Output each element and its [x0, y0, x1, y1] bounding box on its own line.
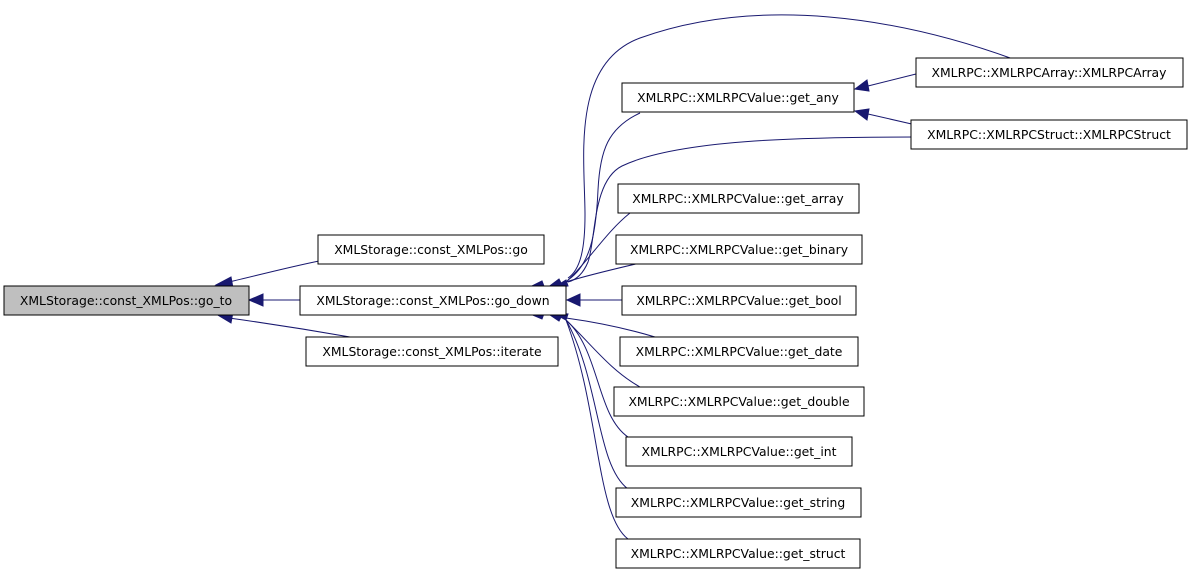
node-iterate[interactable]: XMLStorage::const_XMLPos::iterate: [305, 336, 559, 367]
node-label: XMLRPC::XMLRPCValue::get_string: [631, 495, 845, 510]
node-label: XMLRPC::XMLRPCValue::get_int: [641, 444, 836, 459]
edge-xmlrpc_struct-to-go_down: [567, 136, 916, 283]
edge-xmlrpc_struct-to-get_any: [867, 113, 917, 126]
node-go_to[interactable]: XMLStorage::const_XMLPos::go_to: [3, 285, 250, 316]
node-get_bool[interactable]: XMLRPC::XMLRPCValue::get_bool: [621, 285, 857, 316]
node-label: XMLRPC::XMLRPCStruct::XMLRPCStruct: [927, 127, 1171, 142]
node-label: XMLStorage::const_XMLPos::iterate: [322, 344, 541, 359]
edge-go_down-to-go_to-arrowhead: [247, 293, 264, 307]
node-get_date[interactable]: XMLRPC::XMLRPCValue::get_date: [619, 336, 859, 367]
node-xmlrpc_array[interactable]: XMLRPC::XMLRPCArray::XMLRPCArray: [915, 57, 1184, 88]
edge-get_array-to-go_down: [565, 212, 631, 283]
node-label: XMLStorage::const_XMLPos::go_to: [20, 293, 232, 308]
edge-xmlrpc_array-to-go_down: [567, 14, 1014, 279]
node-get_struct[interactable]: XMLRPC::XMLRPCValue::get_struct: [615, 538, 861, 569]
node-label: XMLStorage::const_XMLPos::go_down: [316, 293, 549, 308]
node-label: XMLStorage::const_XMLPos::go: [334, 242, 528, 257]
node-get_string[interactable]: XMLRPC::XMLRPCValue::get_string: [615, 487, 862, 518]
node-label: XMLRPC::XMLRPCValue::get_array: [632, 191, 843, 206]
node-get_binary[interactable]: XMLRPC::XMLRPCValue::get_binary: [615, 234, 863, 265]
go_down-right-arrowhead: [565, 293, 581, 307]
node-get_any[interactable]: XMLRPC::XMLRPCValue::get_any: [621, 82, 855, 113]
node-label: XMLRPC::XMLRPCValue::get_struct: [631, 546, 846, 561]
node-go_down[interactable]: XMLStorage::const_XMLPos::go_down: [299, 285, 567, 316]
node-label: XMLRPC::XMLRPCValue::get_any: [637, 90, 839, 105]
node-get_double[interactable]: XMLRPC::XMLRPCValue::get_double: [613, 386, 865, 417]
node-label: XMLRPC::XMLRPCValue::get_bool: [636, 293, 841, 308]
node-label: XMLRPC::XMLRPCValue::get_binary: [630, 242, 848, 257]
node-xmlrpc_struct[interactable]: XMLRPC::XMLRPCStruct::XMLRPCStruct: [910, 119, 1188, 150]
edges: [214, 14, 1014, 540]
edge-xmlrpc_array-to-get_any-arrowhead: [853, 79, 870, 92]
node-get_int[interactable]: XMLRPC::XMLRPCValue::get_int: [625, 436, 853, 467]
edge-get_struct-to-go_down: [565, 319, 629, 540]
node-label: XMLRPC::XMLRPCValue::get_date: [636, 344, 843, 359]
edge-get_date-to-go_down: [565, 317, 656, 338]
edge-xmlrpc_array-to-get_any: [867, 73, 917, 87]
node-get_array[interactable]: XMLRPC::XMLRPCValue::get_array: [617, 183, 860, 214]
edge-iterate-to-go_to: [228, 317, 351, 338]
edge-get_int-to-go_down: [565, 319, 629, 438]
node-go[interactable]: XMLStorage::const_XMLPos::go: [317, 234, 545, 265]
edge-get_binary-to-go_down: [565, 262, 641, 283]
edge-get_string-to-go_down: [565, 319, 629, 490]
edge-go-to-go_to: [228, 260, 320, 283]
node-label: XMLRPC::XMLRPCValue::get_double: [628, 394, 849, 409]
node-label: XMLRPC::XMLRPCArray::XMLRPCArray: [932, 65, 1167, 80]
edge-xmlrpc_struct-to-get_any-arrowhead: [853, 108, 870, 121]
